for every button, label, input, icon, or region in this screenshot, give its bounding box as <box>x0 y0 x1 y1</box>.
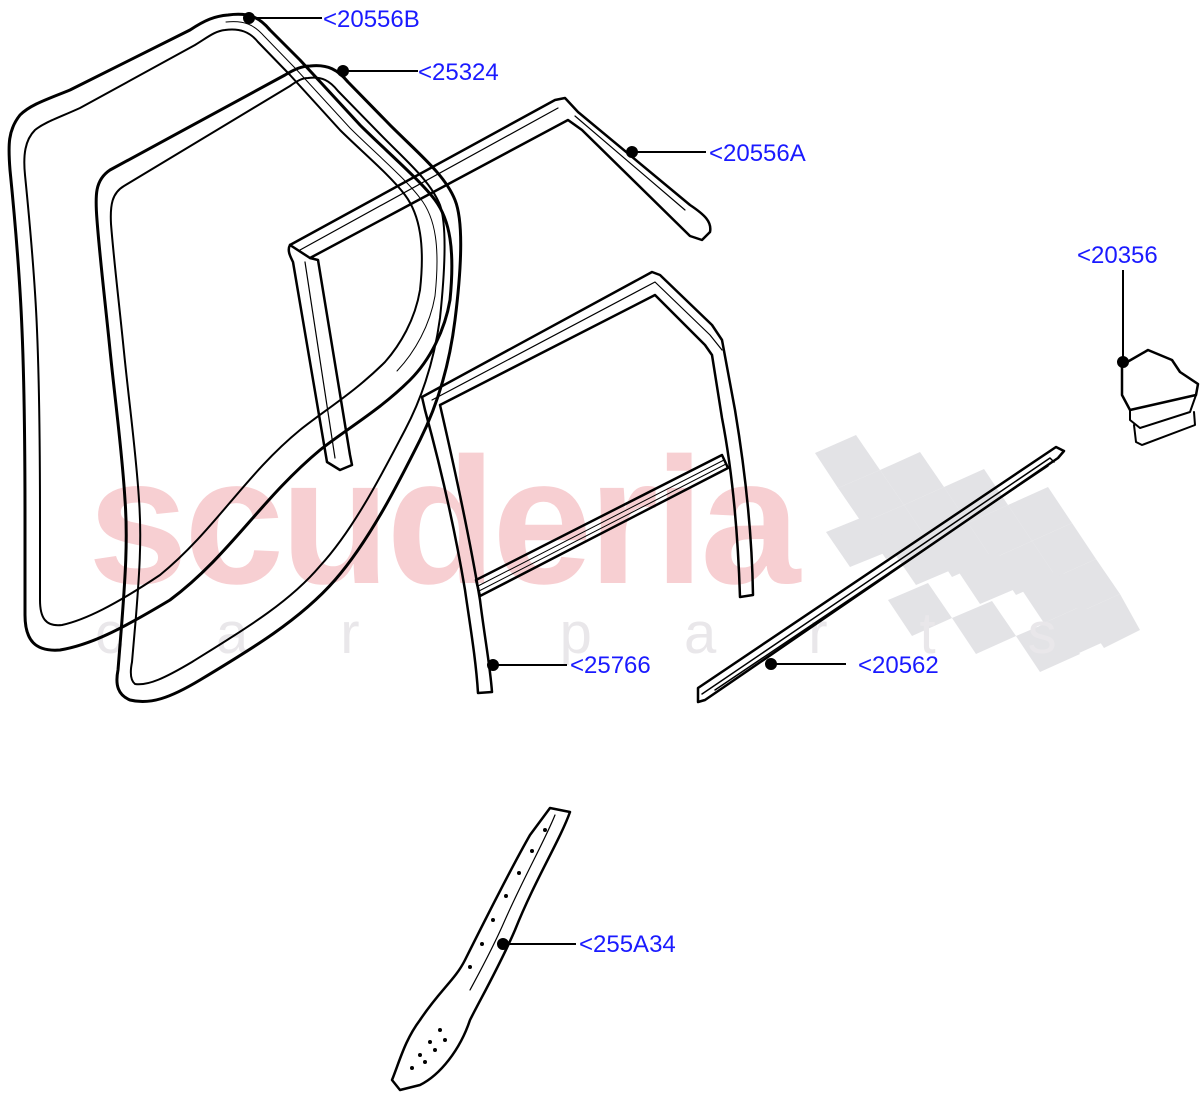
callout-20562[interactable]: <20562 <box>858 652 939 679</box>
leader-20556b <box>243 12 322 24</box>
leader-20356 <box>1117 270 1129 368</box>
callout-255a34[interactable]: <255A34 <box>579 931 676 958</box>
part-20356-clip <box>1120 348 1200 446</box>
part-25766-glass-run-channel <box>420 270 755 695</box>
part-20556b-weatherstrip <box>7 12 454 652</box>
part-20562-belt-weatherstrip <box>696 445 1066 704</box>
leader-25324 <box>337 65 418 77</box>
leader-25766 <box>487 659 567 671</box>
callout-25766[interactable]: <25766 <box>570 652 651 679</box>
part-20556a-header-seal <box>287 96 712 472</box>
part-255a34-pillar-trim <box>390 806 572 1092</box>
callout-25324[interactable]: <25324 <box>418 59 499 86</box>
leader-20562 <box>765 658 846 670</box>
callout-20556b[interactable]: <20556B <box>323 6 420 33</box>
leader-255a34 <box>497 938 576 950</box>
callout-20556a[interactable]: <20556A <box>709 140 806 167</box>
leader-20556a <box>626 146 706 158</box>
part-25324-weatherstrip <box>94 64 463 704</box>
callout-20356[interactable]: <20356 <box>1077 242 1158 269</box>
